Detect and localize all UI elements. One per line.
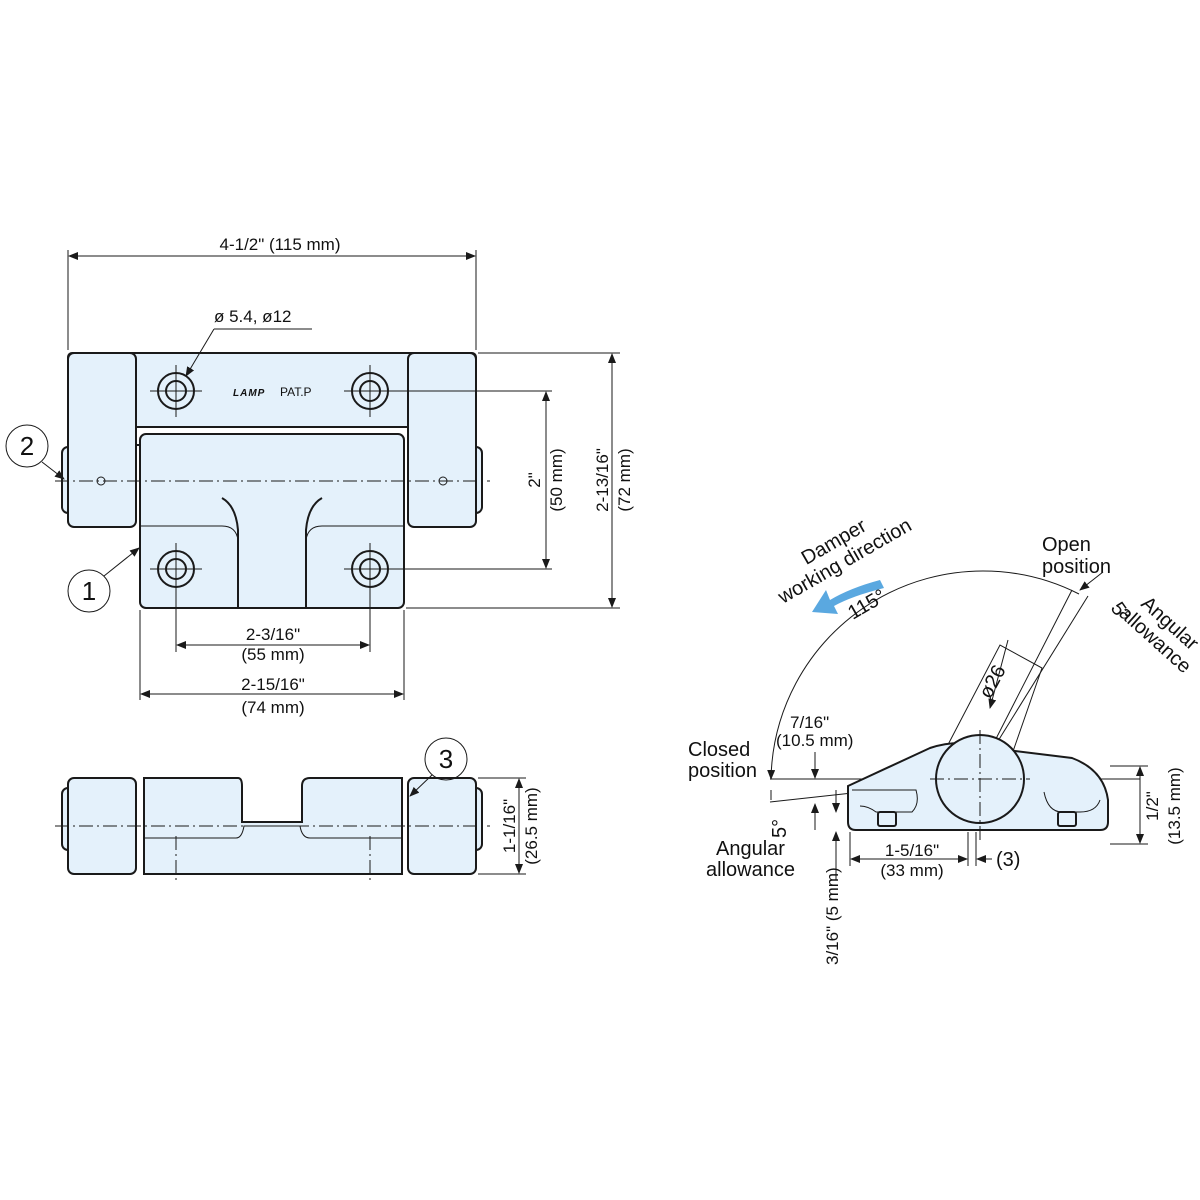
hole-dimension: ø 5.4, ø12 bbox=[214, 307, 291, 326]
dim-12-in: 1/2" bbox=[1143, 791, 1162, 821]
hole-pitch-h-in: 2-3/16" bbox=[246, 625, 300, 644]
closed-label-2: position bbox=[688, 760, 757, 782]
callout-2: 2 bbox=[5, 424, 65, 480]
angular-bot-2: allowance bbox=[706, 859, 795, 881]
dim-716-in: 7/16" bbox=[790, 713, 829, 732]
hole-top-left bbox=[150, 365, 202, 417]
brand-mark: LAMP bbox=[233, 388, 265, 399]
right-knuckle bbox=[407, 352, 477, 528]
moving-leaf bbox=[139, 433, 405, 609]
callout-3: 3 bbox=[409, 737, 468, 797]
height-in: 2-13/16" bbox=[593, 448, 612, 512]
hole-top-right bbox=[344, 365, 396, 417]
diameter-label: ø26 bbox=[975, 662, 1011, 703]
height-mm: (72 mm) bbox=[615, 448, 634, 511]
dim-1516-in: 1-5/16" bbox=[885, 841, 939, 860]
width-dimension: 4-1/2" (115 mm) bbox=[220, 235, 341, 254]
thickness-mm: (26.5 mm) bbox=[522, 787, 541, 864]
ref-3-label: (3) bbox=[996, 849, 1020, 871]
plan-view: LAMP PAT.P 4-1/2" (115 mm) ø 5.4, ø12 2"… bbox=[5, 235, 634, 717]
dim-12-mm: (13.5 mm) bbox=[1165, 767, 1184, 844]
closed-label-1: Closed bbox=[688, 739, 750, 761]
hole-pitch-v-mm: (50 mm) bbox=[547, 448, 566, 511]
svg-text:1: 1 bbox=[82, 576, 96, 606]
svg-text:2: 2 bbox=[20, 431, 34, 461]
five-deg-bottom: 5° bbox=[769, 819, 791, 838]
side-left-knuckle bbox=[67, 777, 137, 875]
body-width-mm: (74 mm) bbox=[241, 698, 304, 717]
angular-bot-1: Angular bbox=[716, 838, 785, 860]
open-label-1: Open bbox=[1042, 534, 1091, 556]
damper-direction-arrow bbox=[812, 580, 884, 614]
thickness-in: 1-1/16" bbox=[500, 799, 519, 853]
body-width-in: 2-15/16" bbox=[241, 675, 305, 694]
side-view: 1-1/16" (26.5 mm) 3 bbox=[55, 737, 541, 880]
svg-text:3: 3 bbox=[439, 744, 453, 774]
hole-bottom-right bbox=[344, 543, 396, 595]
hole-pitch-h-mm: (55 mm) bbox=[241, 645, 304, 664]
patent-mark: PAT.P bbox=[280, 385, 312, 399]
left-knuckle bbox=[67, 352, 137, 528]
callout-1: 1 bbox=[67, 547, 140, 613]
open-label-2: position bbox=[1042, 556, 1111, 578]
hole-bottom-left bbox=[150, 543, 202, 595]
hole-pitch-v-in: 2" bbox=[525, 472, 544, 488]
dim-716-mm: (10.5 mm) bbox=[776, 731, 853, 750]
dim-316: 3/16" (5 mm) bbox=[823, 867, 842, 965]
dim-1516-mm: (33 mm) bbox=[880, 861, 943, 880]
end-view: Damper working direction 115° Open posit… bbox=[688, 514, 1200, 965]
